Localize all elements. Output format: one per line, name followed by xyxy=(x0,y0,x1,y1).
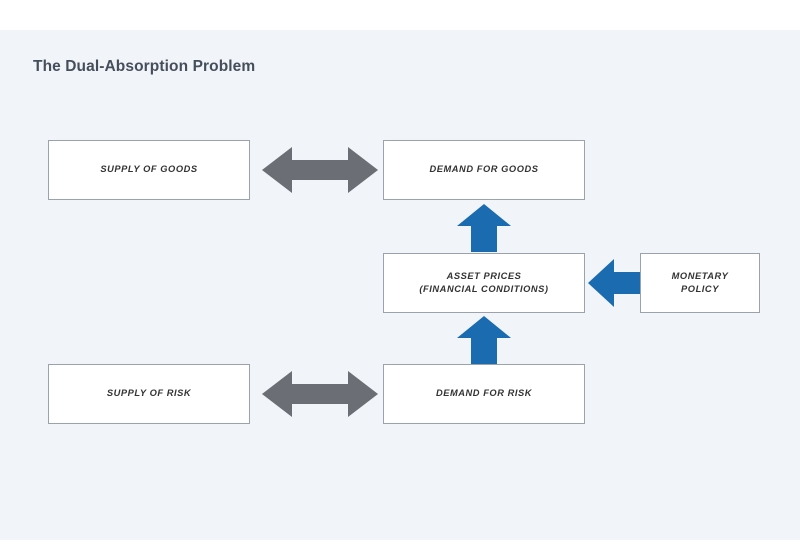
node-demand-for-risk: DEMAND FOR RISK xyxy=(383,364,585,424)
node-supply-of-goods-label: SUPPLY OF GOODS xyxy=(100,164,198,175)
node-supply-of-risk-label: SUPPLY OF RISK xyxy=(106,388,192,399)
demand-risk-to-asset-prices-arrow xyxy=(457,316,511,364)
page-title: The Dual-Absorption Problem xyxy=(33,58,256,75)
node-supply-of-risk: SUPPLY OF RISK xyxy=(48,364,250,424)
node-demand-for-risk-label: DEMAND FOR RISK xyxy=(435,388,533,399)
node-demand-for-goods-label: DEMAND FOR GOODS xyxy=(429,164,539,175)
risk-bidirectional-arrow xyxy=(262,371,378,417)
node-supply-of-goods: SUPPLY OF GOODS xyxy=(48,140,250,200)
goods-bidirectional-arrow xyxy=(262,147,378,193)
diagram-canvas: The Dual-Absorption Problem SUPPLY OF GO… xyxy=(0,30,800,540)
asset-prices-to-demand-goods-arrow xyxy=(457,204,511,252)
node-asset-prices-label: ASSET PRICES (FINANCIAL CONDITIONS) xyxy=(419,270,549,294)
node-monetary-policy: MONETARY POLICY xyxy=(640,253,760,313)
node-asset-prices: ASSET PRICES (FINANCIAL CONDITIONS) xyxy=(383,253,585,313)
node-demand-for-goods: DEMAND FOR GOODS xyxy=(383,140,585,200)
node-monetary-policy-label: MONETARY POLICY xyxy=(671,270,729,294)
monetary-policy-to-asset-prices-arrow xyxy=(588,259,640,307)
